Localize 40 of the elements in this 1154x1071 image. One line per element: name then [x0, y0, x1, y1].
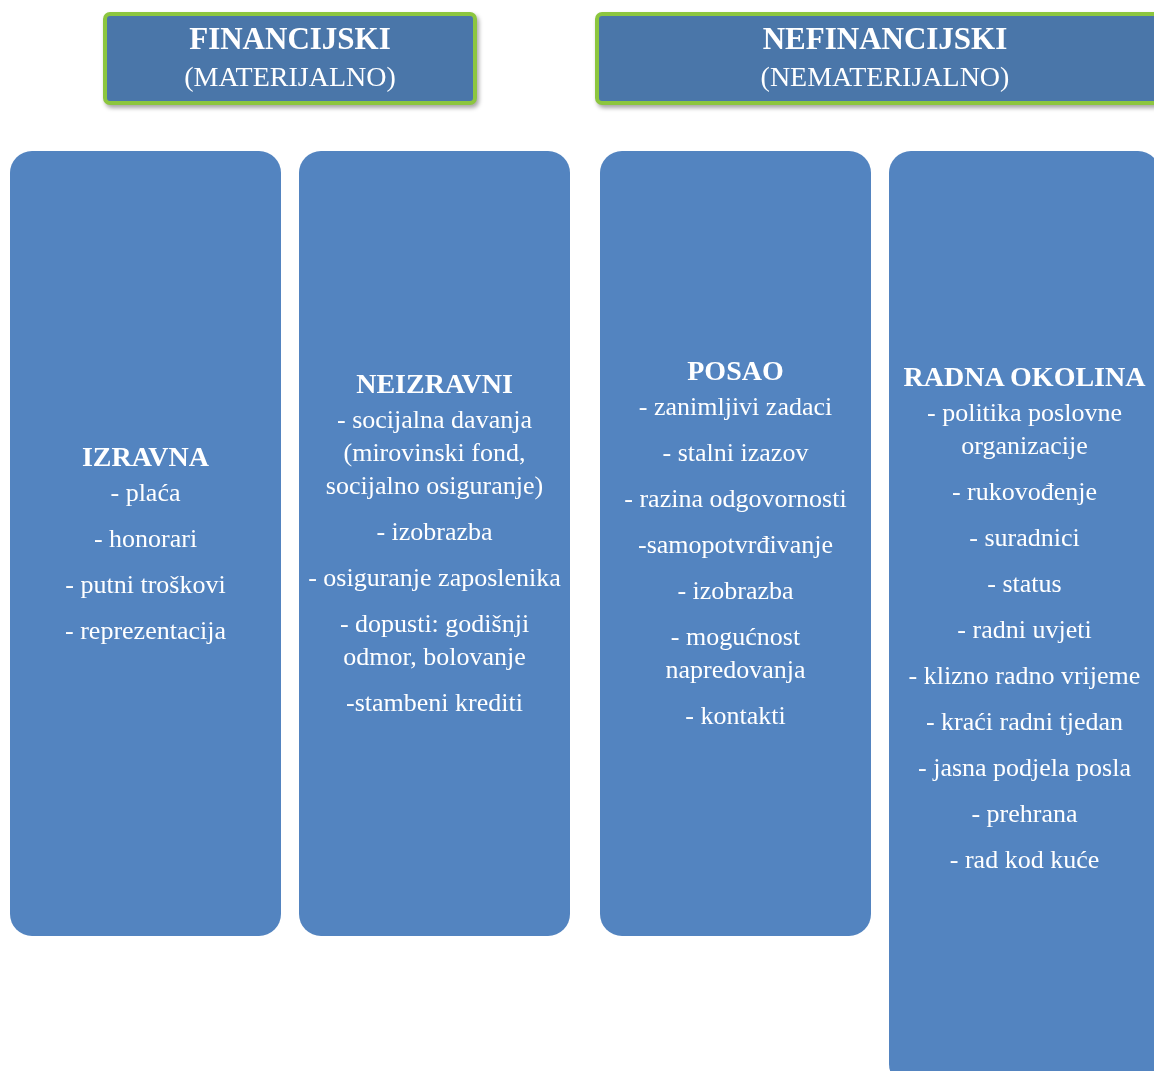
category-header-box — [103, 12, 477, 105]
list-item: - kontakti — [685, 700, 786, 732]
list-item: - dopusti: godišnji odmor, bolovanje — [338, 608, 531, 673]
list-item: - radni uvjeti — [957, 614, 1092, 646]
list-item: - plaća — [110, 476, 181, 509]
list-item: - politika poslovne organizacije — [926, 397, 1123, 462]
list-item: - stalni izazov — [662, 437, 809, 469]
category-column-box — [600, 151, 871, 936]
category-column-box — [10, 151, 281, 936]
list-item: - osiguranje zaposlenika — [308, 562, 561, 594]
list-item: - kraći radni tjedan — [925, 706, 1124, 738]
list-item: - mogućnost napredovanja — [664, 621, 807, 686]
list-item: - reprezentacija — [65, 614, 226, 647]
list-item: - izobrazba — [677, 575, 794, 607]
list-item: - suradnici — [969, 522, 1080, 554]
list-item: - prehrana — [971, 798, 1078, 830]
list-item: - jasna podjela posla — [918, 752, 1131, 784]
list-item: - rukovođenje — [951, 476, 1098, 508]
category-subtitle: (MATERIJALNO) — [184, 59, 396, 94]
category-column-box — [889, 151, 1154, 1071]
list-item: - status — [987, 568, 1062, 600]
category-column-box — [299, 151, 570, 936]
list-item: - klizno radno vrijeme — [908, 660, 1141, 692]
category-subtitle: (NEMATERIJALNO) — [760, 59, 1010, 94]
column-heading: POSAO — [687, 355, 784, 386]
list-item: -samopotvrđivanje — [638, 529, 833, 561]
column-heading: IZRAVNA — [81, 440, 210, 472]
category-title: NEFINANCIJSKI — [762, 20, 1008, 57]
category-title: FINANCIJSKI — [189, 20, 391, 57]
list-item: - honorari — [93, 522, 198, 555]
list-item: - razina odgovornosti — [624, 483, 847, 515]
list-item: - zanimljivi zadaci — [638, 391, 833, 423]
list-item: -stambeni krediti — [346, 687, 523, 719]
column-heading: RADNA OKOLINA — [903, 361, 1146, 392]
list-item: - putni troškovi — [65, 568, 226, 601]
list-item: - rad kod kuće — [949, 844, 1100, 876]
list-item: - socijalna davanja (mirovinski fond, socijalno osiguranje) — [324, 404, 545, 502]
column-heading: NEIZRAVNI — [356, 368, 513, 399]
list-item: - izobrazba — [376, 516, 493, 548]
category-header-box — [595, 12, 1154, 105]
